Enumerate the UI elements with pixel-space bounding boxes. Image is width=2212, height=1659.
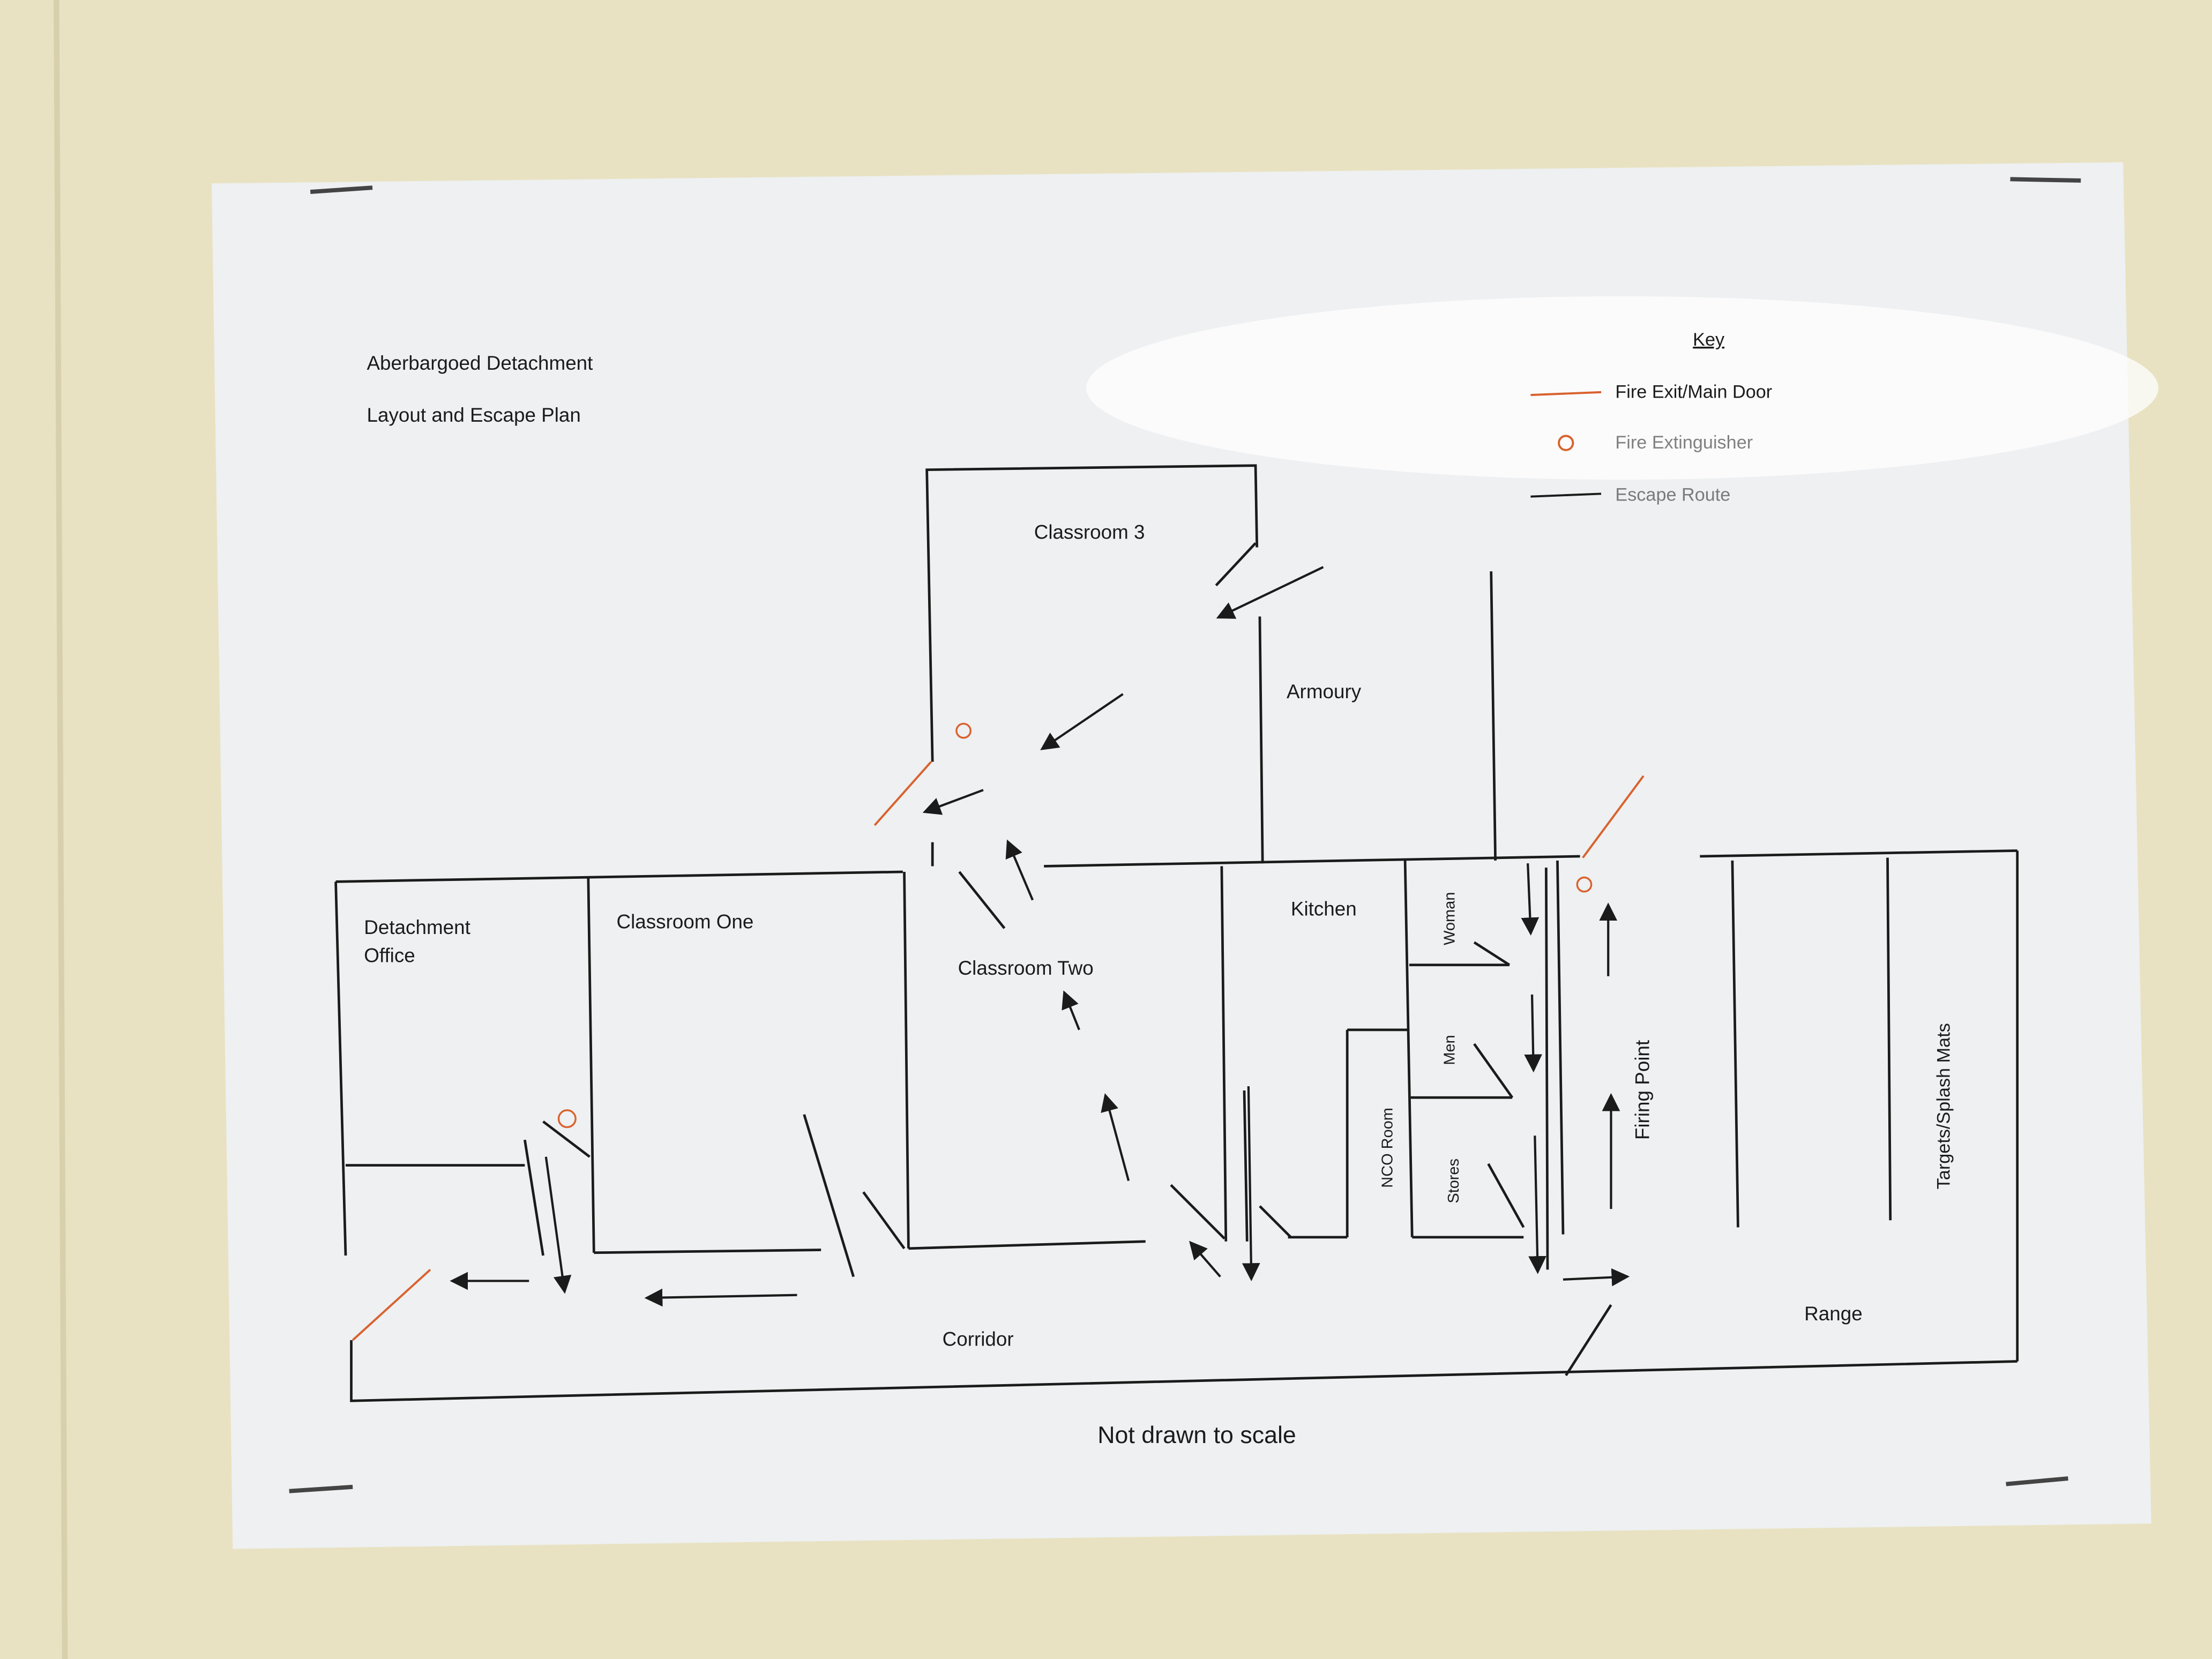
key-legend: Key Fire Exit/Main Door Fire Extinguishe… [1530, 330, 1772, 505]
fire-extinguishers [557, 722, 1593, 1129]
staples [289, 177, 2081, 1493]
label-stores: Stores [1445, 1159, 1462, 1204]
fire-extinguisher-key-symbol [1558, 435, 1574, 451]
label-armoury: Armoury [1287, 681, 1362, 703]
label-detachment-office-2: Office [364, 944, 415, 966]
label-classroom-one: Classroom One [616, 910, 753, 932]
label-range: Range [1804, 1303, 1863, 1325]
label-kitchen: Kitchen [1291, 898, 1357, 920]
label-men: Men [1441, 1035, 1458, 1065]
label-detachment-office-1: Detachment [364, 916, 470, 938]
escape-route-arrows [450, 566, 1630, 1307]
label-corridor: Corridor [943, 1328, 1014, 1350]
paper-sheet [211, 162, 2151, 1549]
wall-edge [54, 0, 68, 1659]
plan-title-line2: Layout and Escape Plan [367, 404, 580, 426]
plan-title-line1: Aberbargoed Detachment [367, 352, 593, 374]
escape-route-key-symbol [1530, 492, 1602, 498]
room-labels: Classroom 3 Armoury Detachment Office Cl… [364, 521, 1954, 1350]
fire-exits [352, 761, 1645, 1341]
label-classroom-3: Classroom 3 [1034, 521, 1145, 543]
key-item-fire-exit: Fire Exit/Main Door [1615, 382, 1772, 402]
label-nco-room: NCO Room [1379, 1108, 1396, 1188]
label-woman: Woman [1441, 892, 1458, 945]
label-classroom-two: Classroom Two [958, 957, 1094, 979]
fire-exit-key-symbol [1530, 391, 1602, 397]
key-item-extinguisher: Fire Extinguisher [1615, 432, 1753, 453]
not-to-scale-note: Not drawn to scale [1097, 1422, 1296, 1448]
label-targets: Targets/Splash Mats [1933, 1023, 1954, 1189]
label-firing-point: Firing Point [1632, 1040, 1654, 1140]
key-item-escape-route: Escape Route [1615, 485, 1730, 505]
floor-plan-walls [334, 464, 2019, 1402]
glare [1086, 296, 2158, 480]
key-heading: Key [1693, 330, 1725, 350]
